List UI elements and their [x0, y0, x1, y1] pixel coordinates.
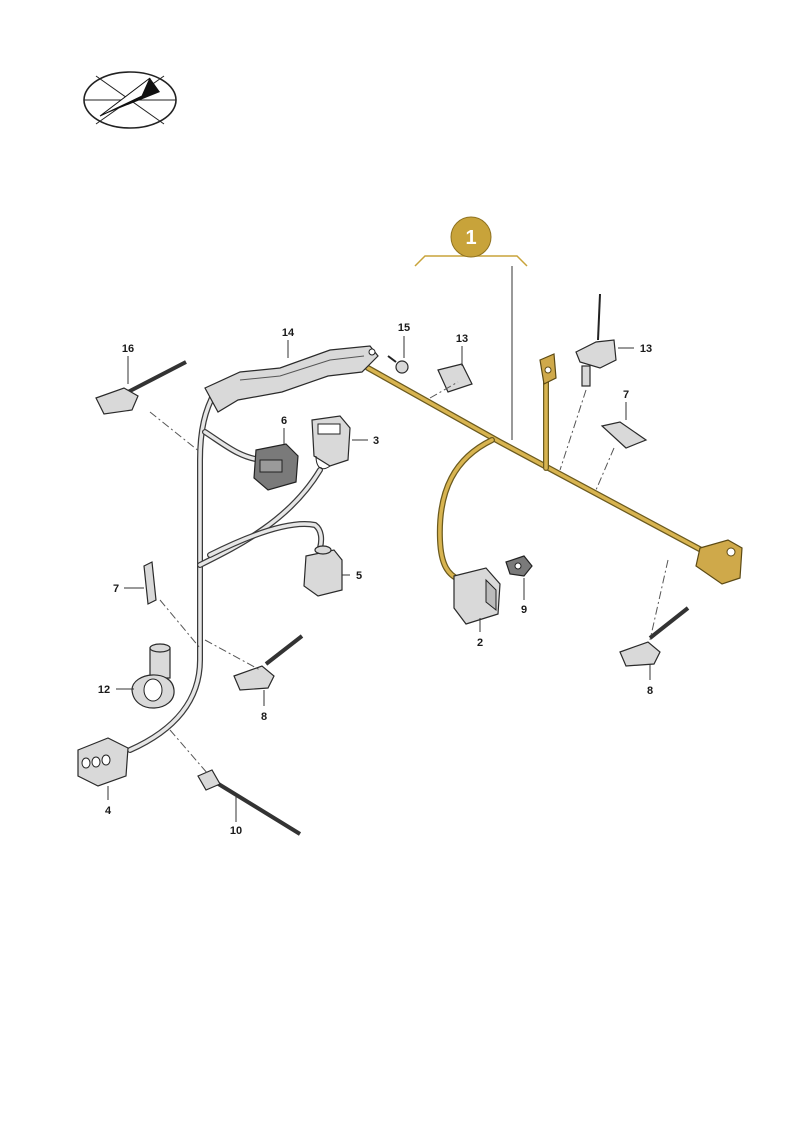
main-callout-label: 1 [465, 227, 476, 249]
clip-9 [505, 555, 533, 577]
callout-4: 4 [105, 805, 112, 817]
clip-13-right [575, 293, 617, 387]
grey-wiring-harness [127, 389, 325, 753]
callout-15: 15 [398, 322, 410, 334]
callout-7-right: 7 [623, 389, 629, 401]
callout-labels: 2 3 4 5 6 7 7 8 8 9 10 12 13 13 14 15 16 [98, 322, 653, 837]
gold-wiring-harness [365, 353, 743, 585]
callout-10: 10 [230, 825, 242, 837]
callout-2: 2 [477, 637, 483, 649]
callout-5: 5 [356, 570, 362, 582]
connector-3 [311, 415, 351, 470]
callout-14: 14 [282, 327, 295, 339]
cable-tie-8-right [619, 606, 690, 667]
cable-tie-8-left [233, 634, 304, 691]
connector-2 [453, 567, 501, 625]
callout-3: 3 [373, 435, 379, 447]
compass-direction-icon [83, 71, 177, 129]
callout-13-center: 13 [456, 333, 468, 345]
callout-8-right: 8 [647, 685, 653, 697]
callout-16: 16 [122, 343, 134, 355]
callout-6: 6 [281, 415, 287, 427]
screw-15 [387, 355, 409, 374]
rubber-grommet-12 [131, 643, 175, 709]
clip-7-left [143, 561, 157, 605]
callout-13-right: 13 [640, 343, 652, 355]
connector-5 [303, 545, 343, 597]
callout-9: 9 [521, 604, 527, 616]
cable-duct-bracket [204, 345, 379, 413]
main-assembly-callout: 1 [414, 216, 528, 440]
cable-tie-10 [197, 769, 302, 836]
cable-tie-16 [95, 360, 187, 415]
connector-4 [77, 737, 129, 787]
clip-7-right [600, 421, 648, 449]
connector-6 [253, 443, 299, 491]
installation-dash-lines [149, 381, 669, 775]
callout-leaders [107, 336, 651, 822]
callout-8-left: 8 [261, 711, 267, 723]
callout-12: 12 [98, 684, 110, 696]
callout-7-left: 7 [113, 583, 119, 595]
clip-13-center [437, 363, 473, 393]
